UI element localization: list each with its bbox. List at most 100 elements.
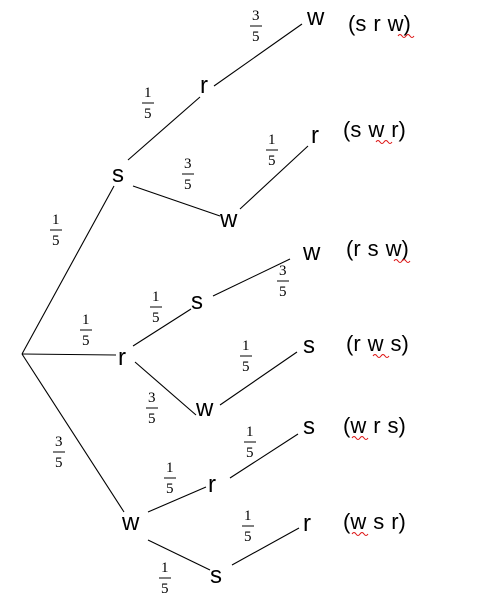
prob-denominator: 5 <box>152 310 160 326</box>
prob-numerator: 1 <box>161 560 169 576</box>
outcome-item: s <box>373 509 384 534</box>
outcome-close-paren: ) <box>404 11 411 36</box>
prob-rs-w: 3 5 <box>277 263 289 300</box>
prob-numerator: 1 <box>246 424 254 440</box>
prob-root-s: 1 5 <box>50 212 62 249</box>
prob-numerator: 3 <box>184 156 192 172</box>
spellcheck-underline <box>393 259 411 263</box>
prob-denominator: 5 <box>166 481 174 497</box>
spellcheck-underline <box>372 354 390 358</box>
outcome-close-paren: ) <box>399 413 406 438</box>
prob-denominator: 5 <box>148 411 156 427</box>
prob-numerator: 1 <box>244 508 252 524</box>
prob-numerator: 1 <box>242 338 250 354</box>
outcome-open-paren: ( <box>346 331 354 356</box>
edge-ws-r <box>231 527 300 566</box>
prob-denominator: 5 <box>161 581 169 597</box>
outcome-close-paren: ) <box>402 236 409 261</box>
node-s-w-r: r <box>311 122 319 149</box>
prob-denominator: 5 <box>252 29 260 45</box>
outcome-item: r <box>373 11 380 36</box>
outcome-item: r <box>353 331 360 356</box>
outcome-item: s <box>355 11 366 36</box>
node-r-s-w: w <box>302 239 321 266</box>
edge-sr-w <box>213 23 303 87</box>
outcome-item: s <box>388 413 399 438</box>
tree-edges <box>21 23 309 571</box>
prob-denominator: 5 <box>144 106 152 122</box>
node-r-w-s: s <box>303 332 315 359</box>
edge-probabilities: 1 5 1 5 3 5 1 5 3 5 3 5 1 <box>50 8 289 597</box>
prob-sr-w: 3 5 <box>250 8 262 45</box>
prob-denominator: 5 <box>268 153 276 169</box>
outcome-item: s <box>368 236 379 261</box>
node-s-r-w: w <box>306 4 325 31</box>
edge-s-w <box>132 185 221 217</box>
edge-rw-s <box>219 351 298 406</box>
prob-s-w: 3 5 <box>182 156 194 193</box>
prob-numerator: 1 <box>144 85 152 101</box>
prob-s-r: 1 5 <box>142 85 154 122</box>
outcome-open-paren: ( <box>343 509 351 534</box>
prob-w-s: 1 5 <box>159 560 171 597</box>
node-s-w: w <box>219 206 238 233</box>
edge-w-s <box>147 539 211 571</box>
node-s-level1: s <box>112 161 124 188</box>
spellcheck-underline <box>375 140 393 144</box>
prob-denominator: 5 <box>52 233 60 249</box>
prob-numerator: 3 <box>252 8 260 24</box>
prob-w-r: 1 5 <box>164 460 176 497</box>
edge-rs-w <box>212 258 291 297</box>
prob-numerator: 1 <box>52 212 60 228</box>
edge-root-s <box>21 185 115 355</box>
outcome-item: w <box>349 509 366 534</box>
prob-root-w: 3 5 <box>53 434 65 471</box>
outcome-open-paren: ( <box>348 11 356 36</box>
edge-root-w <box>21 353 125 513</box>
outcome-item: s <box>391 331 402 356</box>
edge-sw-r <box>239 145 309 210</box>
edge-s-r <box>127 96 201 161</box>
outcome-open-paren: ( <box>343 117 351 142</box>
outcome-item: r <box>353 236 360 261</box>
outcome-item: w <box>385 236 402 261</box>
prob-denominator: 5 <box>184 177 192 193</box>
node-w-r-s: s <box>303 413 315 440</box>
node-r-level1: r <box>118 344 126 371</box>
prob-denominator: 5 <box>244 529 252 545</box>
prob-numerator: 1 <box>268 132 276 148</box>
prob-denominator: 5 <box>279 284 287 300</box>
node-w-r: r <box>208 471 216 498</box>
edge-r-w <box>134 361 197 416</box>
prob-numerator: 1 <box>166 460 174 476</box>
prob-denominator: 5 <box>55 455 63 471</box>
outcome-close-paren: ) <box>402 331 409 356</box>
prob-numerator: 3 <box>148 390 156 406</box>
prob-numerator: 3 <box>55 434 63 450</box>
node-w-level1: w <box>121 509 140 536</box>
tree-nodes: s r w r w w r s w w s r s s r <box>112 4 325 589</box>
prob-r-s: 1 5 <box>150 289 162 326</box>
spellcheck-underline <box>351 532 369 536</box>
outcome-item: w <box>367 331 384 356</box>
outcome-item: w <box>349 413 366 438</box>
prob-numerator: 3 <box>279 263 287 279</box>
edge-root-r <box>21 353 117 356</box>
node-r-s: s <box>191 288 203 315</box>
prob-denominator: 5 <box>82 333 90 349</box>
node-s-r: r <box>200 72 208 99</box>
spellcheck-underline <box>351 436 369 440</box>
prob-sw-r: 1 5 <box>266 132 278 169</box>
node-w-s-r: r <box>303 510 311 537</box>
prob-root-r: 1 5 <box>80 312 92 349</box>
outcome-item: w <box>367 117 384 142</box>
outcome-item: r <box>391 117 398 142</box>
